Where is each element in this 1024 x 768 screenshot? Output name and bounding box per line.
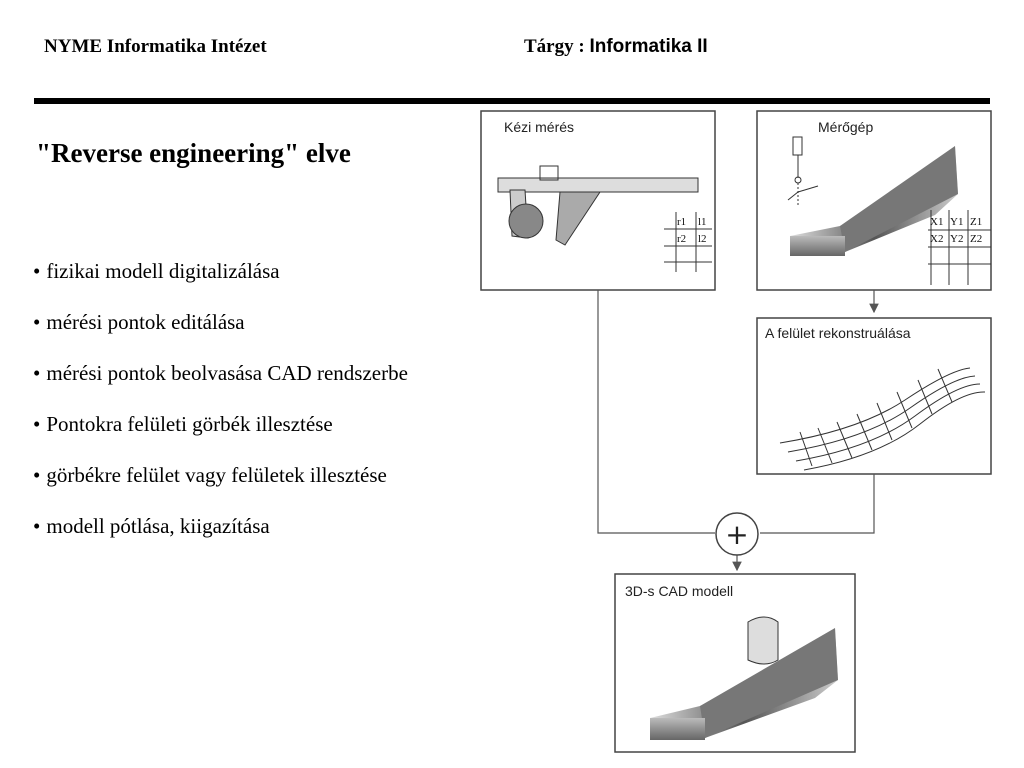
list-item: •görbékre felület vagy felületek illeszt… <box>33 450 408 501</box>
surface-reconstruction-label: A felület rekonstruálása <box>765 325 911 341</box>
plus-symbol: + <box>725 518 748 551</box>
bullet-text: mérési pontok beolvasása CAD rendszerbe <box>46 361 408 385</box>
bullet-text: fizikai modell digitalizálása <box>46 259 280 283</box>
probe-icon <box>787 136 819 205</box>
bullet-icon: • <box>33 514 41 538</box>
table-cell: r1 <box>677 216 686 228</box>
cad-model-icon <box>650 616 838 740</box>
bullet-text: modell pótlása, kiigazítása <box>46 514 270 538</box>
manual-measurement-label: Kézi mérés <box>504 119 574 135</box>
flow-connectors <box>597 290 879 572</box>
table-cell: l1 <box>698 216 707 228</box>
bullet-icon: • <box>33 463 41 487</box>
list-item: •mérési pontok editálása <box>33 297 408 348</box>
header-rule <box>34 98 990 104</box>
list-item: •modell pótlása, kiigazítása <box>33 501 408 552</box>
list-item: •fizikai modell digitalizálása <box>33 246 408 297</box>
surface-reconstruction-box: A felület rekonstruálása <box>756 317 992 475</box>
cad-model-box: 3D-s CAD modell <box>614 573 856 753</box>
subject-header: Tárgy : Informatika II <box>524 36 708 58</box>
table-cell: Y2 <box>950 233 963 245</box>
table-cell: Y1 <box>950 216 963 228</box>
cad-model-label: 3D-s CAD modell <box>625 583 733 599</box>
table-cell: X1 <box>930 216 943 228</box>
table-cell: r2 <box>677 233 686 245</box>
measuring-machine-label: Mérőgép <box>818 119 873 135</box>
list-item: •mérési pontok beolvasása CAD rendszerbe <box>33 348 408 399</box>
workpiece-icon <box>790 146 958 256</box>
table-cell: Z1 <box>970 216 982 228</box>
slide-title: "Reverse engineering" elve <box>36 138 351 168</box>
combine-plus-icon: + <box>715 512 759 556</box>
manual-measurement-box: Kézi mérés r1 l1 r2 l2 <box>480 110 716 291</box>
caliper-icon <box>497 165 699 246</box>
list-item: •Pontokra felületi görbék illesztése <box>33 399 408 450</box>
subject-label: Tárgy : <box>524 36 585 57</box>
bullet-icon: • <box>33 412 41 436</box>
bullet-text: mérési pontok editálása <box>46 310 245 334</box>
table-cell: X2 <box>930 233 943 245</box>
institute-name: NYME Informatika Intézet <box>44 36 267 57</box>
bullet-list: •fizikai modell digitalizálása •mérési p… <box>33 246 408 552</box>
wireframe-mesh-icon <box>779 367 986 471</box>
bullet-icon: • <box>33 259 41 283</box>
table-cell: Z2 <box>970 233 982 245</box>
subject-value: Informatika II <box>589 36 708 57</box>
manual-data-table: r1 l1 r2 l2 <box>664 212 712 272</box>
bullet-text: Pontokra felületi görbék illesztése <box>46 412 333 436</box>
table-cell: l2 <box>698 233 707 245</box>
bullet-icon: • <box>33 310 41 334</box>
bullet-text: görbékre felület vagy felületek illeszté… <box>46 463 387 487</box>
measuring-machine-box: Mérőgép X1 Y1 Z1 X2 Y2 Z2 <box>756 110 992 291</box>
machine-data-table: X1 Y1 Z1 X2 Y2 Z2 <box>928 210 991 285</box>
bullet-icon: • <box>33 361 41 385</box>
